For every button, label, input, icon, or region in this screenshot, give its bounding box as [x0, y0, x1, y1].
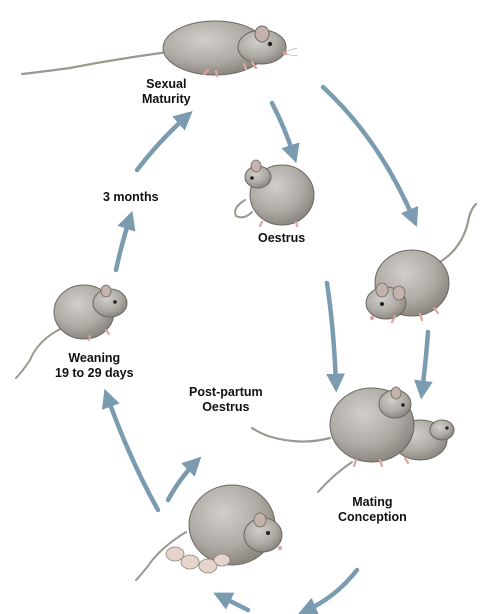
- label-mating-conception: Mating Conception: [338, 495, 407, 525]
- label-post-partum-oestrus: Post-partum Oestrus: [189, 385, 263, 415]
- curled-rat-icon-oestrus: [235, 160, 314, 226]
- mating-rats-icon: [252, 387, 454, 492]
- arrow-icon-rat-to-mating: [422, 332, 428, 392]
- mother-with-pups-icon: [136, 485, 282, 580]
- label-sexual-maturity: Sexual Maturity: [142, 77, 191, 107]
- label-oestrus: Oestrus: [258, 231, 305, 246]
- arrow-icon-oestrus-to-mating: [327, 283, 336, 385]
- label-three-months: 3 months: [103, 190, 159, 205]
- rat-icon-receptive-female: [366, 204, 476, 322]
- arrow-icon-mother-to-postpartum: [168, 462, 196, 500]
- arrow-icon-maturity-to-oestrus: [272, 103, 294, 156]
- arrow-icon-weaning-to-three-months: [116, 218, 130, 270]
- arrow-icon-mother-to-bottom: [220, 596, 248, 610]
- rat-icon-sexual-maturity: [22, 21, 298, 76]
- label-weaning: Weaning 19 to 29 days: [55, 351, 134, 381]
- arrow-icon-mother-to-weaning: [107, 396, 158, 510]
- arrow-icon-three-months-to-maturity: [137, 116, 187, 170]
- arrow-icon-mating-to-mother: [305, 570, 357, 611]
- arrow-icon-maturity-to-rat: [323, 87, 414, 220]
